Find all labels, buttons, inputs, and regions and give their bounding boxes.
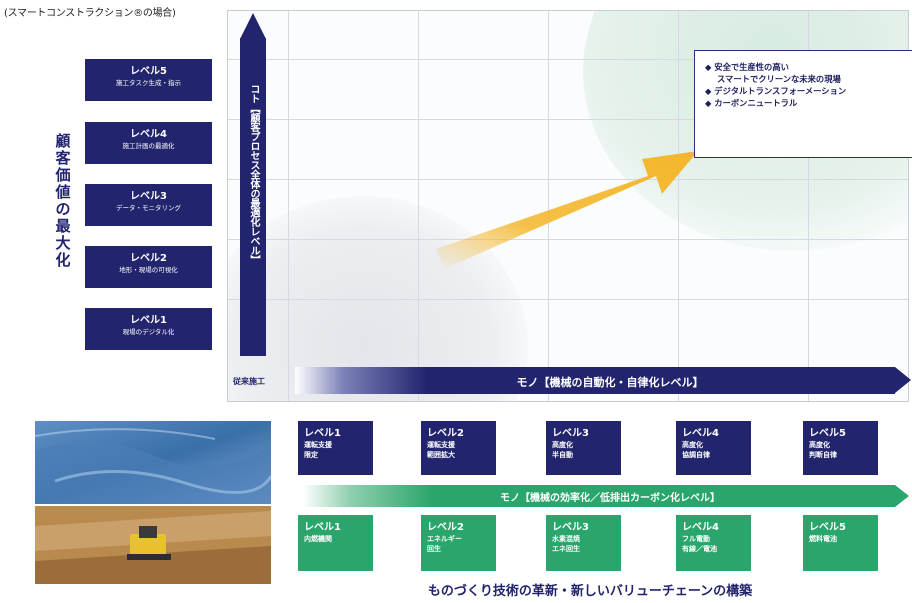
level-desc: 範囲拡大 <box>427 451 455 459</box>
customer-value-title: 顧客価値の最大化 <box>55 132 71 269</box>
automation-level-5: レベル5 高度化 判断自律 <box>803 421 878 475</box>
level-title: レベル1 <box>304 522 341 533</box>
level-desc: エネ回生 <box>552 545 580 553</box>
level-desc: 現場のデジタル化 <box>122 328 175 336</box>
progress-arrow <box>436 151 698 269</box>
level-desc: 水素混焼 <box>552 535 580 543</box>
dx-level-3: レベル3 データ・モニタリング <box>85 184 212 226</box>
level-title: レベル5 <box>809 522 846 533</box>
efficiency-level-4: レベル4 フル電動 有線／電池 <box>676 515 751 571</box>
automation-level-4: レベル4 高度化 協調自律 <box>676 421 751 475</box>
level-desc: 内燃機関 <box>304 535 332 543</box>
automation-level-2: レベル2 運転支援 範囲拡大 <box>421 421 496 475</box>
level-title: レベル2 <box>427 428 464 439</box>
conventional-label: 従来施工 <box>233 377 265 386</box>
efficiency-level-2: レベル2 エネルギー 回生 <box>421 515 496 571</box>
level-desc: エネルギー <box>427 535 462 543</box>
efficiency-level-5: レベル5 燃料電池 <box>803 515 878 571</box>
level-desc: 限定 <box>304 451 318 459</box>
koto-axis-label: コト【顧客プロセス全体の最適化レベル】 <box>248 84 259 265</box>
dx-level-1: レベル1 現場のデジタル化 <box>85 308 212 350</box>
level-desc: 施工タスク生成・指示 <box>116 79 181 87</box>
level-title: レベル5 <box>809 428 846 439</box>
level-title: レベル2 <box>427 522 464 533</box>
dx-level-4: レベル4 施工計画の最適化 <box>85 122 212 164</box>
level-desc: 半自動 <box>552 451 573 459</box>
dx-level-5: レベル5 施工タスク生成・指示 <box>85 59 212 101</box>
level-desc: 有線／電池 <box>682 545 717 553</box>
efficiency-level-3: レベル3 水素混焼 エネ回生 <box>546 515 621 571</box>
level-desc: 運転支援 <box>304 441 332 449</box>
goals-box: ◆ 安全で生産性の高い スマートでクリーンな未来の現場 ◆ デジタルトランスフォ… <box>694 50 912 158</box>
level-desc: データ・モニタリング <box>116 204 181 212</box>
level-title: レベル2 <box>130 253 167 264</box>
efficiency-arrow-head <box>895 485 909 507</box>
automation-level-3: レベル3 高度化 半自動 <box>546 421 621 475</box>
koto-arrow-head <box>240 13 266 39</box>
terrain-scan-image <box>35 421 271 504</box>
goal-item: ◆ デジタルトランスフォーメーション <box>705 86 847 96</box>
chart-caption: (スマートコンストラクション®の場合) <box>4 8 176 19</box>
level-desc: 運転支援 <box>427 441 455 449</box>
construction-site-image <box>35 506 271 584</box>
dx-level-2: レベル2 地形・現場の可視化 <box>85 246 212 288</box>
level-title: レベル3 <box>552 428 589 439</box>
goal-item: スマートでクリーンな未来の現場 <box>717 74 841 84</box>
level-desc: 燃料電池 <box>809 535 837 543</box>
efficiency-axis-label: モノ【機械の効率化／低排出カーボン化レベル】 <box>500 493 720 504</box>
level-desc: フル電動 <box>682 535 710 543</box>
level-desc: 高度化 <box>809 441 830 449</box>
level-desc: 地形・現場の可視化 <box>119 266 178 274</box>
level-title: レベル4 <box>682 522 719 533</box>
level-title: レベル4 <box>682 428 719 439</box>
automation-axis-label: モノ【機械の自動化・自律化レベル】 <box>516 376 704 389</box>
footer-caption: ものづくり技術の革新・新しいバリューチェーンの構築 <box>427 584 753 599</box>
level-title: レベル3 <box>552 522 589 533</box>
goal-item: ◆ 安全で生産性の高い <box>705 62 789 72</box>
level-title: レベル4 <box>130 129 167 140</box>
efficiency-axis-arrow <box>303 485 895 507</box>
level-desc: 協調自律 <box>682 451 710 459</box>
koto-axis-arrow <box>240 38 266 356</box>
efficiency-level-1: レベル1 内燃機関 <box>298 515 373 571</box>
automation-arrow-head <box>895 367 911 393</box>
level-desc: 高度化 <box>552 441 573 449</box>
goal-item: ◆ カーボンニュートラル <box>705 98 798 108</box>
level-desc: 施工計画の最適化 <box>122 142 175 150</box>
level-desc: 高度化 <box>682 441 703 449</box>
level-title: レベル1 <box>304 428 341 439</box>
level-title: レベル3 <box>130 191 167 202</box>
level-title: レベル5 <box>130 66 167 77</box>
level-desc: 回生 <box>427 545 441 553</box>
level-desc: 判断自律 <box>809 451 837 459</box>
automation-axis-arrow <box>295 367 895 394</box>
level-title: レベル1 <box>130 315 167 326</box>
automation-level-1: レベル1 運転支援 限定 <box>298 421 373 475</box>
